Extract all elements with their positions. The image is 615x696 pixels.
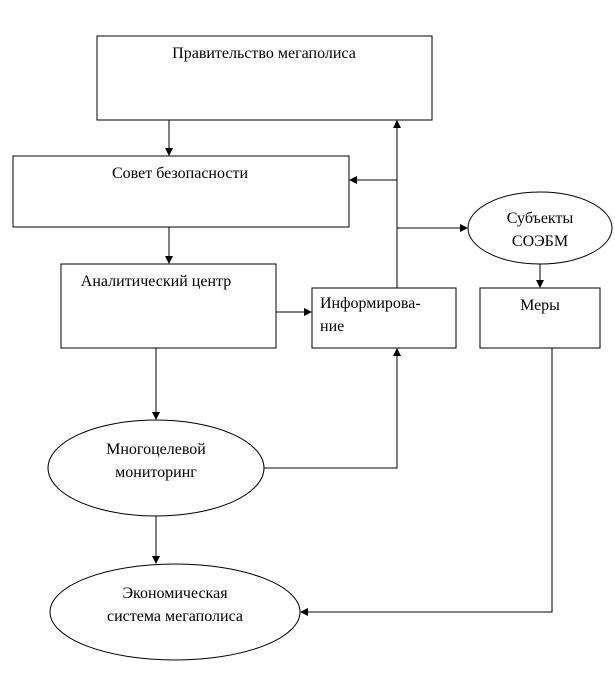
analytic-center-box bbox=[60, 263, 277, 349]
economic-system-label-line1: Экономическая bbox=[122, 585, 228, 602]
monitoring-label-line2: мониторинг bbox=[115, 464, 197, 481]
subjects-label-line1: Субъекты bbox=[507, 210, 574, 227]
informing-label-line2: ние bbox=[320, 318, 344, 335]
subjects-ellipse bbox=[467, 191, 613, 265]
measures-label: Меры bbox=[520, 297, 560, 314]
security-council-label: Совет безопасности bbox=[112, 165, 249, 182]
economic-system-label-line2: система мегаполиса bbox=[107, 608, 243, 625]
measures-box bbox=[479, 287, 601, 349]
arrow-monitoring-to-informing bbox=[264, 348, 401, 469]
government-label: Правительство мегаполиса bbox=[172, 45, 356, 62]
informing-label-line1: Информирова- bbox=[320, 295, 421, 312]
security-council-box bbox=[12, 155, 350, 228]
subjects-label-line2: СОЭБМ bbox=[512, 233, 568, 250]
monitoring-label-line1: Многоцелевой bbox=[106, 441, 206, 458]
analytic-center-label: Аналитический центр bbox=[81, 273, 231, 290]
arrow-measures-to-economic bbox=[300, 348, 553, 616]
government-box bbox=[96, 35, 433, 121]
informing-box bbox=[311, 287, 457, 349]
